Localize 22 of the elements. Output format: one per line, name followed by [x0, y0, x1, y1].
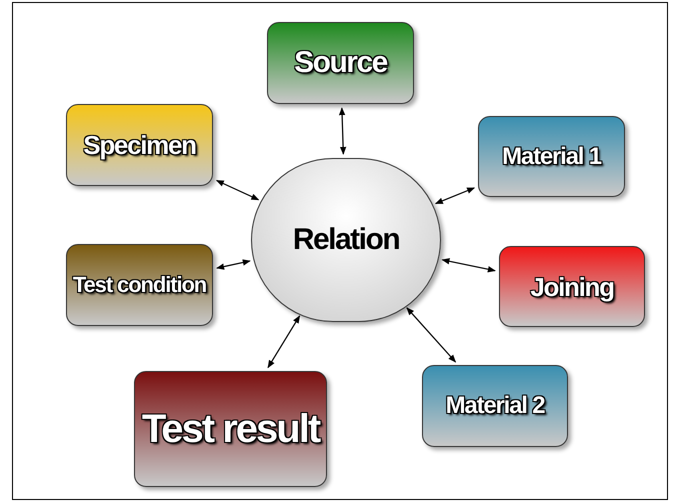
- double-arrow: [216, 180, 260, 200]
- topic-box: [499, 246, 645, 327]
- double-arrow: [216, 259, 251, 270]
- node-label: Source: [294, 48, 387, 78]
- double-arrow: [268, 315, 300, 368]
- topic-box: [422, 365, 568, 447]
- double-arrow: [338, 107, 346, 155]
- double-arrow: [434, 187, 476, 204]
- double-arrow: [406, 307, 456, 363]
- node-label: Material 2: [446, 394, 544, 418]
- node-label: Joining: [530, 274, 614, 300]
- topic-box: [66, 104, 213, 186]
- node-label: Test condition: [72, 274, 206, 296]
- node-label: Material 1: [502, 144, 601, 168]
- node-label: Specimen: [83, 132, 196, 158]
- topic-box: [134, 371, 327, 487]
- topic-box: [267, 22, 414, 104]
- topic-box: [478, 116, 625, 197]
- topic-box: [66, 244, 213, 326]
- node-label: Test result: [142, 409, 320, 449]
- double-arrow: [442, 258, 496, 272]
- node-label: Relation: [292, 225, 400, 255]
